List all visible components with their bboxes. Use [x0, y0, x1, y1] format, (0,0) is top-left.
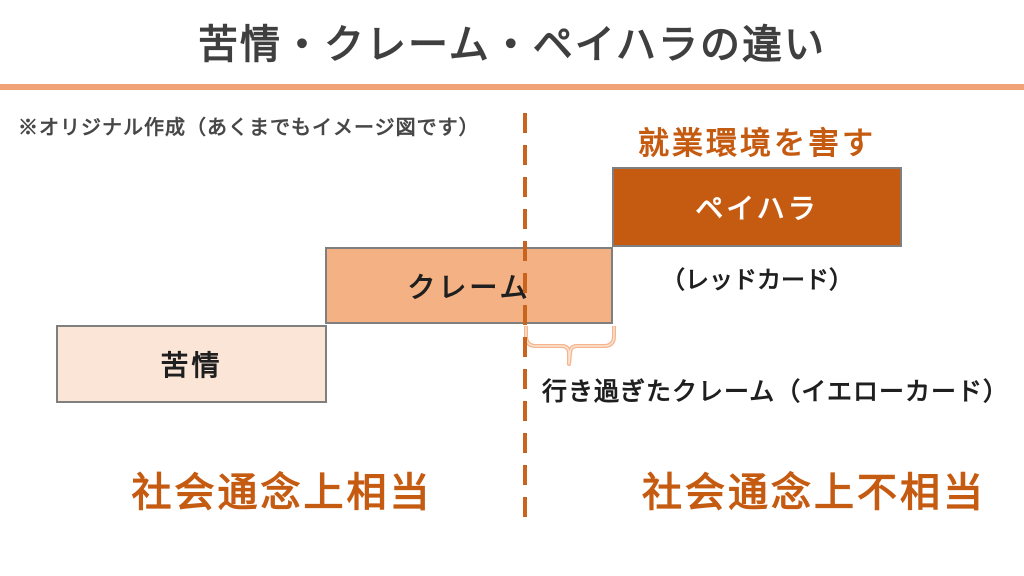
disclaimer-note: ※オリジナル作成（あくまでもイメージ図です）: [18, 117, 480, 139]
socially-inappropriate-caption: 社会通念上不相当: [642, 471, 986, 515]
step-box-claim-label: クレーム: [407, 271, 531, 303]
title-underline-rule: [0, 84, 1024, 90]
yellow-card-caption: 行き過ぎたクレーム（イエローカード）: [542, 378, 1010, 406]
step-box-kujo: 苦情: [56, 325, 327, 403]
underbrace-icon: [524, 326, 616, 366]
socially-appropriate-caption: 社会通念上相当: [131, 471, 433, 515]
harm-work-environment-caption: 就業環境を害す: [638, 126, 876, 161]
page-title: 苦情・クレーム・ペイハラの違い: [198, 23, 826, 67]
red-card-caption: （レッドカード）: [661, 267, 853, 294]
dashed-divider-line: [523, 113, 527, 528]
step-box-kujo-label: 苦情: [160, 350, 223, 381]
step-box-claim: クレーム: [325, 247, 613, 324]
step-box-peihara-label: ペイハラ: [695, 193, 819, 224]
step-box-peihara: ペイハラ: [612, 167, 902, 247]
